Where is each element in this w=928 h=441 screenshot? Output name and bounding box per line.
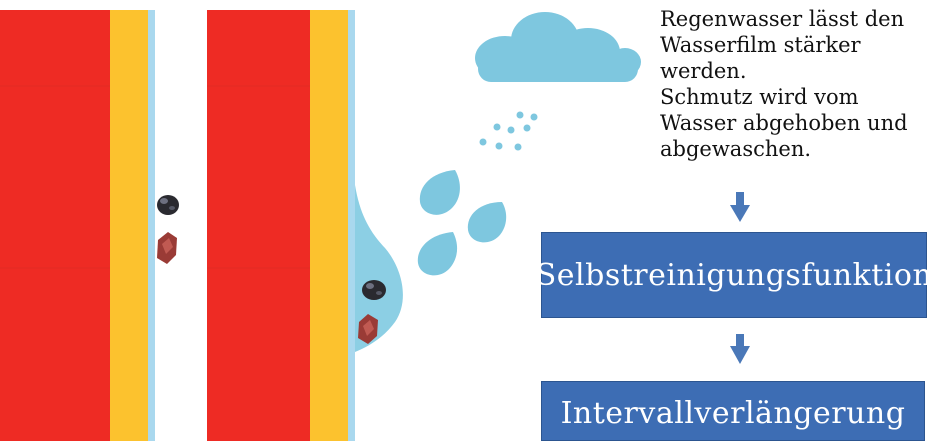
dirt-particle-red-left [157, 232, 177, 264]
explanation-line: Wasserfilm stärker [660, 33, 861, 57]
right-wall-yellow-layer [310, 10, 348, 441]
water-drop-icon [419, 170, 460, 215]
explanation-line: Schmutz wird vom [660, 85, 859, 109]
water-drop-icon [467, 202, 507, 243]
explanation-line: abgewaschen. [660, 137, 812, 161]
interval-extension-box: Intervallverlängerung [541, 381, 925, 441]
explanation-line: werden. [660, 59, 747, 83]
explanation-text: Regenwasser lässt den Wasserfilm stärker… [660, 6, 926, 162]
water-drop-icon [417, 232, 458, 276]
explanation-line: Regenwasser lässt den [660, 7, 905, 31]
water-bulge [355, 185, 403, 352]
right-wall-water-film [348, 10, 355, 441]
dirt-particle-dark-right [362, 280, 386, 300]
interval-extension-label: Intervallverlängerung [560, 396, 906, 431]
left-wall-red-layer [0, 10, 110, 441]
right-wall-red-layer [207, 10, 310, 441]
self-cleaning-label: Selbstreinigungsfunktion [535, 257, 928, 293]
arrow-down-icon [730, 334, 750, 364]
self-cleaning-box: Selbstreinigungsfunktion [536, 232, 928, 318]
left-wall-water-film [148, 10, 155, 441]
rain-cloud-icon [475, 12, 641, 82]
rain-dots [479, 111, 538, 151]
arrow-down-icon [730, 192, 750, 222]
dirt-particle-dark-left [157, 195, 179, 215]
dirt-particle-red-right [358, 314, 378, 344]
explanation-line: Wasser abgehoben und [660, 111, 908, 135]
left-wall-yellow-layer [110, 10, 148, 441]
